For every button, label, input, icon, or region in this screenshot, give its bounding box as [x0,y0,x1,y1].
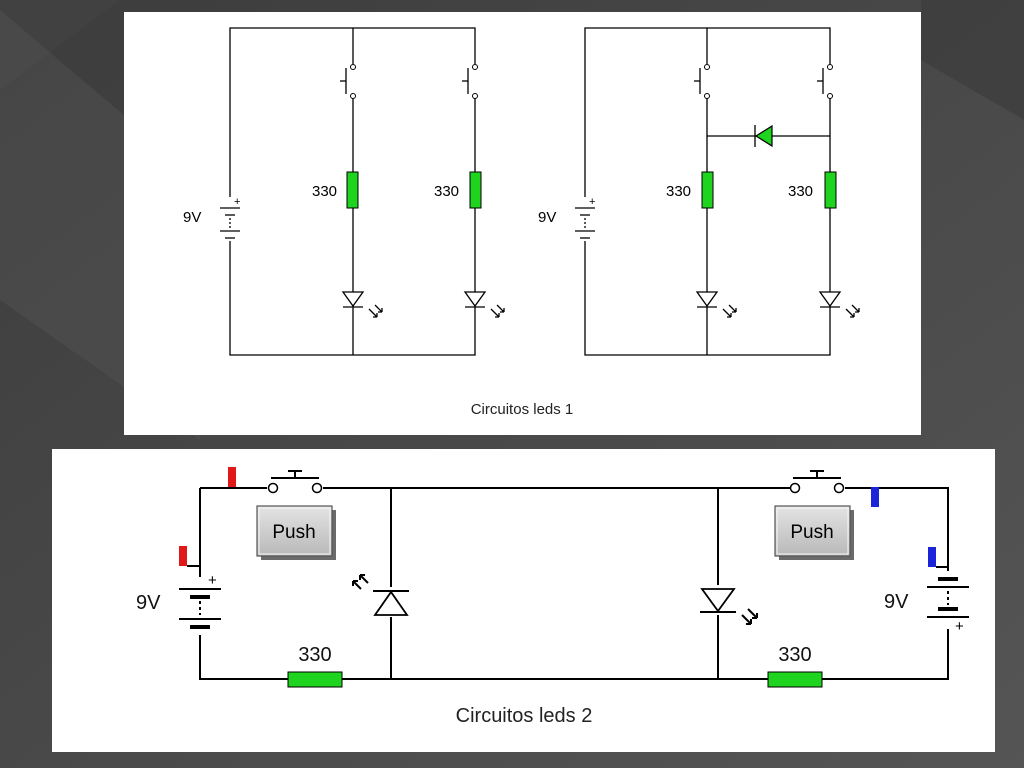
resistor-label: 330 [788,183,813,200]
battery-label: 9V [538,209,556,226]
resistor-label: 330 [312,183,337,200]
probe-marker-blue [871,487,879,507]
resistor-label: 330 [298,644,331,666]
push-switch-symbol [817,64,837,99]
circuit-diagram-1: + 9V 330 330 [183,27,860,418]
led-symbol [352,574,412,617]
led-symbol [463,291,505,318]
resistor-symbol [287,671,343,688]
battery-symbol: + [178,572,224,635]
push-switch-symbol [462,64,482,99]
probe-marker-red [179,546,187,566]
led-symbol [818,291,860,318]
probe-marker-blue [928,547,936,567]
svg-text:+: + [208,572,217,589]
push-button-label: Push [272,522,315,543]
circuit-right-wire-frame [584,27,831,356]
resistor-symbol [469,171,482,209]
battery-symbol: + [575,196,597,241]
resistor-symbol [824,171,837,209]
push-switch-symbol [694,64,714,99]
battery-label: 9V [884,591,909,613]
resistor-label: 330 [434,183,459,200]
battery-label: 9V [136,592,161,614]
svg-text:+: + [955,618,964,635]
diagram-caption: Circuitos leds 2 [456,705,593,727]
svg-text:+: + [234,196,240,208]
resistor-symbol [767,671,823,688]
circuit-left-wire-frame [229,27,476,356]
battery-label: 9V [183,209,201,226]
resistor-label: 330 [666,183,691,200]
push-switch-symbol [267,470,323,494]
led-symbol [341,291,383,318]
battery-symbol: + [925,571,971,635]
push-switch-symbol [340,64,360,99]
led-symbol [695,291,737,318]
push-button-left[interactable]: Push [256,505,336,560]
svg-text:+: + [589,196,595,208]
diagram-caption: Circuitos leds 1 [471,401,574,418]
resistor-symbol [346,171,359,209]
push-button-label: Push [790,522,833,543]
circuit-diagram-2: + 9V + 9V 330 [136,467,971,727]
battery-symbol: + [220,196,242,241]
probe-marker-red [228,467,236,487]
resistor-symbol [701,171,714,209]
diode-symbol [754,124,773,148]
led-symbol [698,585,758,625]
resistor-label: 330 [778,644,811,666]
circuit-panel-1: + 9V 330 330 [124,12,921,435]
circuit-panel-2: + 9V + 9V 330 [52,449,995,752]
circuit-left: + 9V 330 330 [183,27,505,356]
push-button-right[interactable]: Push [774,505,854,560]
circuit-right: + 9V [538,27,860,356]
push-switch-symbol [789,470,845,494]
